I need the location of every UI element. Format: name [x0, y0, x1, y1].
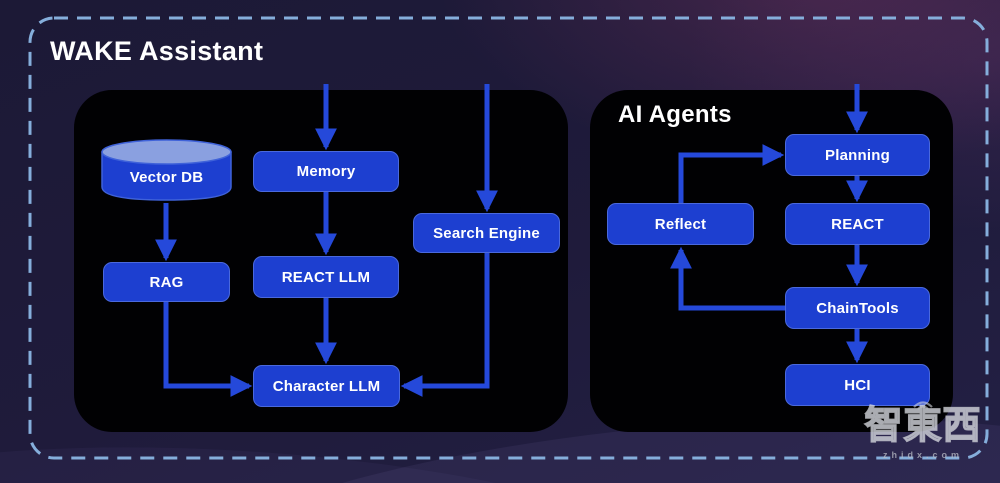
node-rag: RAG	[103, 262, 230, 302]
node-character-llm: Character LLM	[253, 365, 400, 407]
dashed-border	[28, 16, 989, 460]
node-planning: Planning	[785, 134, 930, 176]
page-title: WAKE Assistant	[50, 36, 264, 66]
node-react-llm: REACT LLM	[253, 256, 399, 298]
arrow-reflect-to-planning	[678, 144, 785, 203]
node-search-engine: Search Engine	[413, 213, 560, 253]
vector-db-cylinder-top	[101, 139, 232, 165]
watermark-logo-text: 智東西	[864, 404, 982, 447]
node-vector-db: Vector DB	[129, 168, 204, 186]
node-hci: HCI	[785, 364, 930, 406]
arrow-rag-to-character-llm	[163, 302, 253, 397]
node-reflect: Reflect	[607, 203, 754, 245]
arrow-search-engine-to-character-llm	[400, 253, 490, 397]
zhidx-watermark: 智東西 zhidx.com	[854, 396, 992, 460]
wifi-icon	[854, 396, 992, 410]
watermark-site-text: zhidx.com	[882, 449, 963, 460]
node-chaintools: ChainTools	[785, 287, 930, 329]
vector-db-cylinder-body	[101, 151, 232, 201]
arrow-chaintools-to-reflect	[670, 246, 785, 311]
node-react: REACT	[785, 203, 930, 245]
node-memory: Memory	[253, 151, 399, 192]
ai-agents-title: AI Agents	[618, 101, 732, 128]
